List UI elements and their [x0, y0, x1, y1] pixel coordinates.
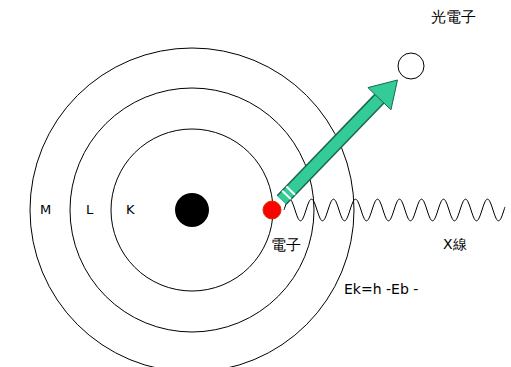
shell-name: L: [86, 202, 93, 218]
l-shell: [70, 88, 314, 332]
equation: Ek=h -Eb -: [344, 281, 418, 298]
arrow-shaft-outline: [282, 99, 380, 200]
electron-circle: [263, 201, 281, 219]
nucleus: [175, 193, 209, 227]
shell-name: M: [40, 202, 51, 218]
photoelectron: 光電子: [397, 52, 425, 80]
photoelectron-shape: [397, 52, 425, 80]
photoelectron-label: 光電子: [431, 8, 476, 26]
shell-name: K: [126, 202, 135, 218]
x-ray-wave: [284, 199, 505, 221]
photoelectron-arrow: [282, 80, 398, 200]
electron-shape: [262, 200, 282, 220]
arrow-head: [368, 80, 398, 110]
arrow-stripe: [286, 186, 295, 194]
electron-label: 電子: [271, 236, 301, 254]
x-ray-label: X線: [443, 236, 467, 253]
arrow-stripe: [282, 191, 291, 199]
k-shell: [111, 129, 273, 291]
photoelectron-circle: [398, 53, 424, 79]
electron: 電子: [262, 200, 282, 220]
m-shell: [30, 48, 354, 367]
arrow-shaft: [282, 99, 380, 200]
